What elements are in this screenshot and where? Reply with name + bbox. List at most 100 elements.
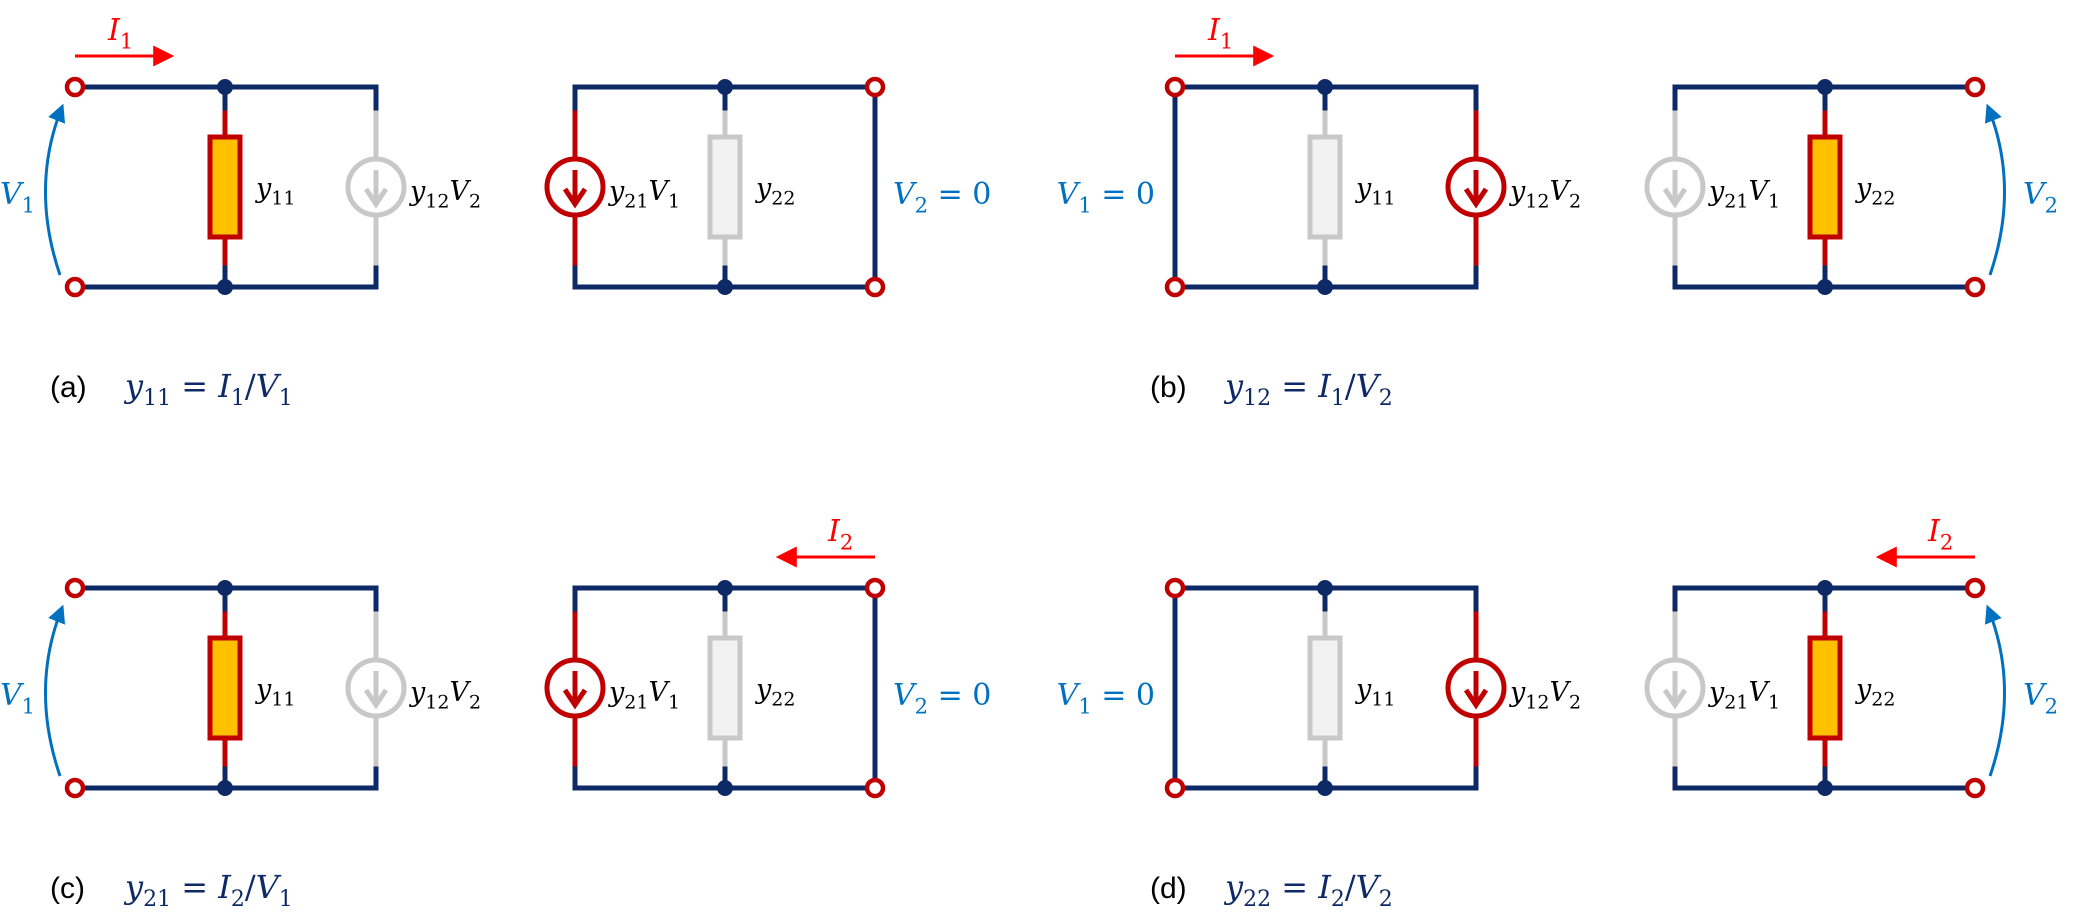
admittance-y11-label: y11 — [1355, 674, 1395, 711]
port2-circuit: y21V1 y22 V2 = 0 — [544, 76, 991, 298]
current-label-I2: I2 — [827, 514, 853, 554]
admittance-y11-label: y11 — [1355, 173, 1395, 210]
port-terminal — [1964, 276, 1986, 298]
admittance-y11 — [1307, 134, 1343, 240]
port-terminal — [64, 777, 86, 799]
voltage-label-V2: V2 — [2023, 177, 2058, 217]
junction-dot — [1817, 580, 1833, 596]
admittance-y22-label: y22 — [1855, 173, 1895, 210]
admittance-y22 — [707, 134, 743, 240]
junction-dot — [717, 580, 733, 596]
source-y12V2-label: y12V2 — [1509, 176, 1581, 213]
caption-letter: (d) — [1150, 872, 1187, 905]
panel-caption: (a) y11 = I1/V1 — [50, 367, 293, 411]
junction-dot — [1317, 580, 1333, 596]
voltage-label-V1: V1 — [0, 177, 35, 217]
arrow-head — [363, 187, 389, 209]
port-terminal — [1964, 76, 1986, 98]
caption-formula: y21 = I2/V1 — [123, 868, 293, 912]
admittance-y22 — [707, 635, 743, 741]
panel-caption: (b)y12 = I1/V2 — [1150, 367, 1393, 411]
source-y12V2 — [345, 657, 407, 719]
port-terminal — [1164, 276, 1186, 298]
voltage-arrow-V2 — [1984, 604, 2006, 777]
arrow-head — [562, 187, 588, 209]
arrow-head — [1463, 187, 1489, 209]
voltage-label-V2-zero: V2 = 0 — [893, 177, 991, 217]
current-label-I1: I1 — [1207, 13, 1233, 53]
junction-dot — [1817, 79, 1833, 95]
arrow-head — [1662, 187, 1688, 209]
junction-dot — [217, 79, 233, 95]
source-y21V1-label: y21V1 — [608, 176, 680, 213]
junction-dot — [217, 279, 233, 295]
junction-dot — [1317, 79, 1333, 95]
voltage-label-V2: V2 — [2023, 678, 2058, 718]
port-terminal — [64, 577, 86, 599]
admittance-y22 — [1807, 134, 1843, 240]
current-label-I1: I1 — [107, 13, 133, 53]
junction-dot — [1817, 780, 1833, 796]
source-y21V1-label: y21V1 — [1708, 176, 1780, 213]
port-terminal — [864, 777, 886, 799]
port-terminal — [864, 276, 886, 298]
voltage-arrow-V1 — [44, 103, 66, 276]
junction-dot — [217, 580, 233, 596]
port-terminal — [864, 76, 886, 98]
voltage-label-V1-zero: V1 = 0 — [1057, 678, 1155, 718]
admittance-y22 — [1807, 635, 1843, 741]
admittance-y11 — [207, 635, 243, 741]
port-terminal — [64, 276, 86, 298]
admittance-y22-label: y22 — [755, 674, 795, 711]
caption-letter: (c) — [50, 872, 85, 905]
port-terminal — [864, 577, 886, 599]
junction-dot — [717, 780, 733, 796]
panel-caption: (d) y22 = I2/V2 — [1150, 868, 1393, 912]
source-y21V1 — [1644, 156, 1706, 218]
caption-formula: y22 = I2/V2 — [1223, 868, 1393, 912]
junction-dot — [1317, 279, 1333, 295]
current-label-I2: I2 — [1927, 514, 1953, 554]
admittance-y11 — [1307, 635, 1343, 741]
panel-b: y11 y12V2 V1 = 0 I1 y21V1 y22 V2 (b)y12 = I1/V2 — [1057, 13, 2058, 411]
arrow-head — [562, 688, 588, 710]
source-y12V2-label: y12V2 — [1509, 677, 1581, 714]
source-y21V1 — [544, 156, 606, 218]
junction-dot — [717, 79, 733, 95]
port-terminal — [64, 76, 86, 98]
port-terminal — [1964, 577, 1986, 599]
source-y12V2 — [1445, 657, 1507, 719]
port-terminal — [1164, 76, 1186, 98]
source-y12V2 — [1445, 156, 1507, 218]
port2-circuit: y21V1 y22 V2 = 0 I2 — [544, 514, 991, 799]
caption-formula: y12 = I1/V2 — [1223, 367, 1393, 411]
port-terminal — [1164, 777, 1186, 799]
voltage-label-V2-zero: V2 = 0 — [893, 678, 991, 718]
source-y12V2-label: y12V2 — [409, 677, 481, 714]
source-y21V1 — [544, 657, 606, 719]
arrow-head — [1463, 688, 1489, 710]
port-terminal — [1164, 577, 1186, 599]
admittance-y22-label: y22 — [755, 173, 795, 210]
panel-caption: (c) y21 = I2/V1 — [50, 868, 293, 912]
junction-dot — [1317, 780, 1333, 796]
port1-circuit: y11 y12V2 V1 = 0 I1 — [1057, 13, 1581, 298]
junction-dot — [1817, 279, 1833, 295]
voltage-arrow-V1 — [44, 604, 66, 777]
voltage-label-V1-zero: V1 = 0 — [1057, 177, 1155, 217]
port1-circuit: y11 y12V2 V1 = 0 — [1057, 577, 1581, 799]
port-terminal — [1964, 777, 1986, 799]
caption-letter: (a) — [50, 371, 87, 404]
caption-formula: y11 = I1/V1 — [123, 367, 293, 411]
voltage-label-V1: V1 — [0, 678, 35, 718]
arrow-head — [363, 688, 389, 710]
junction-dot — [717, 279, 733, 295]
source-y21V1-label: y21V1 — [608, 677, 680, 714]
voltage-arrow-V2 — [1984, 103, 2006, 276]
admittance-y11 — [207, 134, 243, 240]
